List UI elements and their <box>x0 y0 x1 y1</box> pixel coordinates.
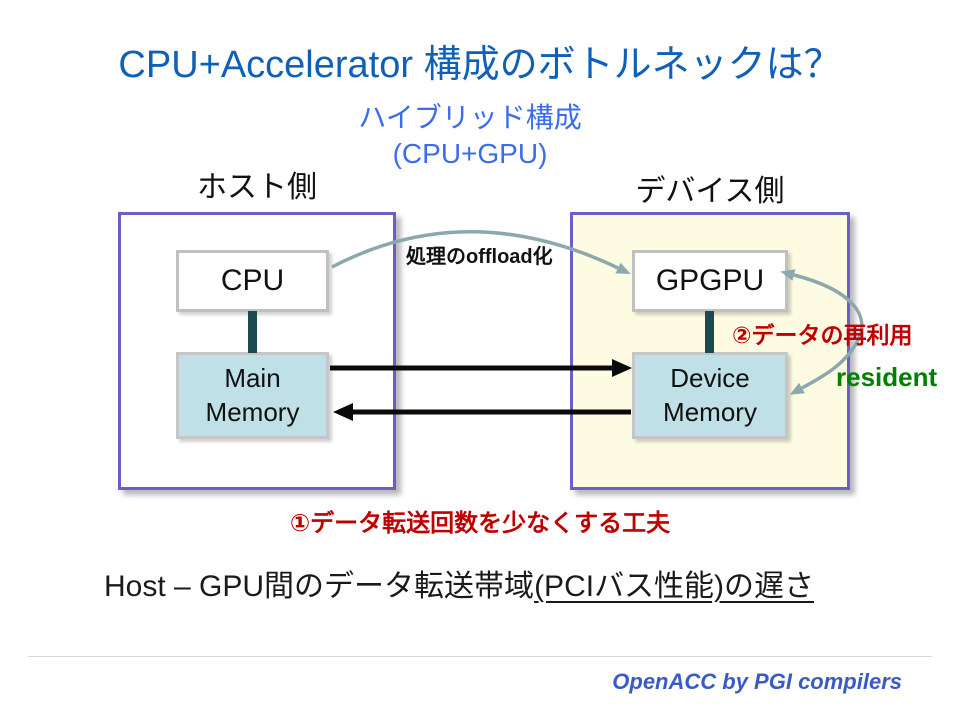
footer-divider <box>28 656 932 657</box>
bottom-heading-underlined: (PCIバス性能)の遅さ <box>534 570 815 603</box>
bottom-heading-plain: Host – GPU間のデータ転送帯域 <box>104 570 535 603</box>
device-memory-box: Device Memory <box>632 352 788 439</box>
gpgpu-box: GPGPU <box>632 250 788 312</box>
gpgpu-box-label: GPGPU <box>655 264 765 297</box>
offload-label: 処理のoffload化 <box>406 246 553 268</box>
footer-credit: OpenACC by PGI compilers <box>612 669 902 694</box>
cpu-box: CPU <box>176 250 329 312</box>
device-side-label: デバイス側 <box>635 175 785 208</box>
data-reuse-label: ②データの再利用 <box>732 322 913 348</box>
cpu-memory-connector <box>248 311 257 353</box>
gpu-memory-connector <box>705 311 714 353</box>
resident-label: resident <box>836 362 938 392</box>
hybrid-config-subtitle-line1: ハイブリッド構成 <box>358 102 582 133</box>
bottom-heading: Host – GPU間のデータ転送帯域(PCIバス性能)の遅さ <box>104 561 814 605</box>
main-memory-label-line1: Main <box>224 362 281 393</box>
hybrid-config-subtitle-line2: (CPU+GPU) <box>392 138 548 169</box>
main-memory-box: Main Memory <box>176 352 329 439</box>
cpu-box-label: CPU <box>220 264 285 297</box>
main-memory-label-line2: Memory <box>205 396 300 427</box>
device-memory-label-line2: Memory <box>663 396 757 427</box>
host-side-label: ホスト側 <box>197 171 317 204</box>
device-memory-label-line1: Device <box>670 362 750 393</box>
transfer-count-note: ①データ転送回数を少なくする工夫 <box>289 510 671 537</box>
hybrid-config-subtitle: ハイブリッド構成 (CPU+GPU) <box>0 100 940 172</box>
page-title: CPU+Accelerator 構成のボトルネックは？ <box>118 44 842 86</box>
